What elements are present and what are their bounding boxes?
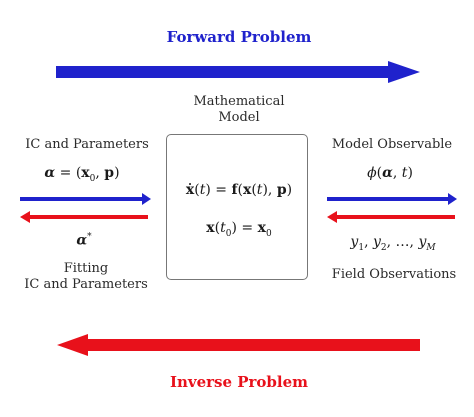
- model-label-line1: Mathematical: [193, 94, 285, 109]
- ic-and-parameters-label: IC and Parameters: [25, 137, 149, 152]
- right-blue-arrow: [327, 193, 457, 205]
- mathematical-model-box: [166, 134, 308, 280]
- left-red-arrow: [20, 211, 148, 223]
- model-label-line2: Model: [218, 110, 260, 126]
- fitting-label: Fitting IC and Parameters: [24, 261, 148, 294]
- fitting-label-line2: IC and Parameters: [24, 277, 148, 293]
- left-blue-arrow: [20, 193, 151, 205]
- alpha-definition: α = (x0, p): [44, 165, 120, 184]
- model-label: Mathematical Model: [194, 94, 285, 127]
- alpha-star: α*: [76, 232, 92, 249]
- observations-sequence: y1, y2, …, yM: [350, 234, 436, 253]
- model-observable-label: Model Observable: [331, 137, 453, 152]
- right-red-arrow: [327, 211, 455, 223]
- ode-equation: ẋ(t) = f(x(t), p): [185, 182, 293, 198]
- field-observations-label: Field Observations: [331, 267, 457, 282]
- fitting-label-line1: Fitting: [63, 261, 109, 276]
- phi-observable: ϕ(α, t): [367, 165, 413, 181]
- inverse-problem-title: Inverse Problem: [169, 373, 309, 391]
- forward-problem-title: Forward Problem: [166, 28, 312, 46]
- initial-condition-equation: x(t0) = x0: [206, 220, 272, 239]
- forward-big-arrow: [56, 61, 420, 83]
- inverse-big-arrow: [57, 334, 420, 356]
